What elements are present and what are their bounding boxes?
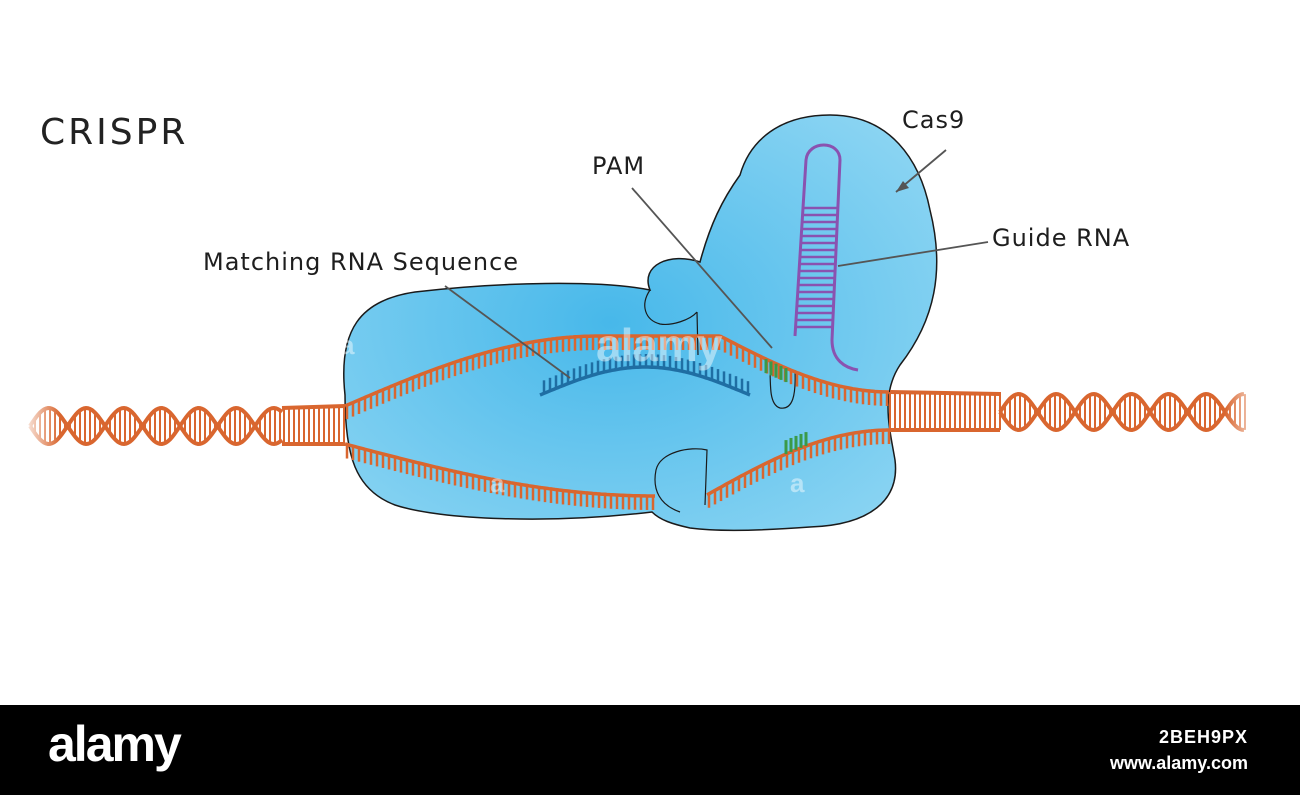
leader-line-guide-rna — [837, 241, 989, 267]
label-matching-rna-sequence: Matching RNA Sequence — [203, 248, 520, 276]
diagram-canvas — [20, 114, 1265, 531]
watermark-letter: a — [790, 468, 805, 498]
leader-lines — [444, 149, 989, 379]
leader-line-pam — [631, 187, 773, 349]
alamy-logo: alamy — [48, 716, 182, 772]
watermark-letter: a — [340, 330, 355, 360]
arrowhead-cas9 — [896, 181, 909, 192]
stock-footer-bar: alamy 2BEH9PX www.alamy.com — [0, 705, 1300, 795]
dna-helix-right-strand — [998, 391, 1245, 433]
cas9-pocket-outline — [769, 359, 796, 409]
dna-helix-left-strand — [28, 405, 284, 447]
label-cas9: Cas9 — [902, 106, 966, 134]
guide-rna-backbone — [793, 143, 859, 372]
watermark-letter: a — [490, 468, 505, 498]
cas9-lobe-outline — [644, 289, 698, 325]
label-guide-rna: Guide RNA — [992, 224, 1131, 252]
leader-line-matching-rna — [444, 285, 571, 379]
dna-ladder-strand — [889, 390, 1001, 396]
dna-ladder-strand — [281, 404, 346, 410]
fade-right — [1225, 380, 1265, 450]
cas9-protein — [343, 114, 938, 531]
dna-helix-left-strand — [28, 405, 284, 447]
image-id: 2BEH9PX — [1158, 727, 1248, 747]
diagram-title: CRISPR — [40, 112, 189, 153]
watermark-text: alamy — [596, 319, 722, 371]
guide-rna — [793, 143, 859, 372]
cas9-cleft-line — [696, 311, 699, 356]
cas9-body — [343, 114, 938, 531]
dna-double-helix — [28, 334, 1246, 510]
label-pam: PAM — [592, 152, 646, 180]
dna-strand-bottom-backbone — [344, 442, 655, 498]
fade-left — [20, 390, 60, 460]
dna-helix-right-strand — [998, 391, 1245, 433]
site-url: www.alamy.com — [1109, 753, 1248, 773]
crispr-diagram: CRISPR Cas9 PAM Guide RNA Matching RNA S… — [20, 106, 1265, 531]
cas9-lower-lobe-outline — [654, 448, 708, 513]
